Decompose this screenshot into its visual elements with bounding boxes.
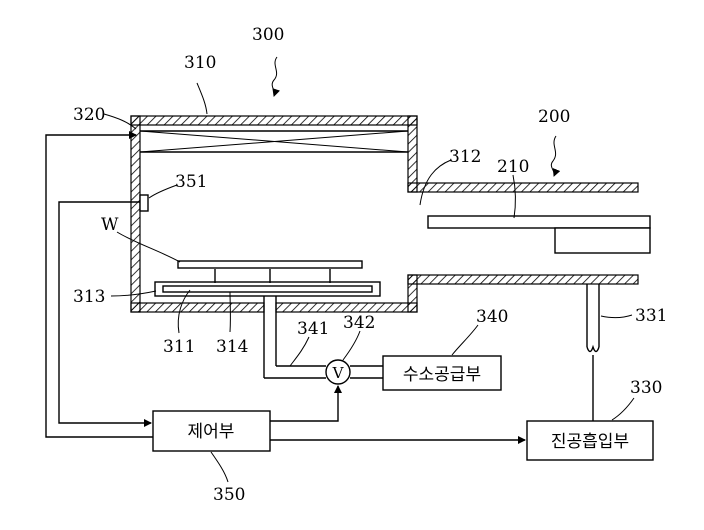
label-314: 314: [216, 337, 248, 357]
label-300: 300: [252, 25, 284, 45]
label-311: 311: [163, 337, 195, 357]
leader-lines: [103, 56, 635, 483]
label-310: 310: [184, 53, 216, 73]
valve-label: V: [332, 364, 345, 382]
valve: [325, 359, 351, 385]
label-342: 342: [343, 313, 375, 333]
label-350: 350: [213, 485, 245, 505]
hydrogen-supply-block: 수소공급부: [382, 355, 502, 391]
label-351: 351: [175, 172, 207, 192]
vacuum-suction-block: 진공흡입부: [526, 420, 654, 461]
control-lines: [45, 131, 526, 444]
susceptor: [154, 269, 381, 297]
transfer-arm: [427, 215, 651, 254]
hydrogen-supply-label: 수소공급부: [403, 365, 481, 385]
label-312: 312: [449, 147, 481, 167]
plasma-source: [139, 130, 409, 153]
sensor: [139, 194, 149, 212]
exhaust-pipe: [586, 284, 600, 353]
label-341: 341: [297, 319, 329, 339]
label-340: 340: [476, 307, 508, 327]
transfer-tunnel: [407, 182, 639, 285]
label-330: 330: [630, 378, 662, 398]
vacuum-suction-label: 진공흡입부: [551, 432, 629, 452]
reference-labels: 300 310 320 200 210 312 351 W 313 311 31…: [73, 25, 667, 505]
label-313: 313: [73, 287, 105, 307]
label-200: 200: [538, 107, 570, 127]
wafer: [177, 260, 363, 269]
label-w: W: [101, 215, 119, 235]
controller-block: 제어부: [152, 410, 271, 452]
label-331: 331: [635, 306, 667, 326]
label-320: 320: [73, 105, 105, 125]
label-210: 210: [497, 157, 529, 177]
hydrogen-pipe: [263, 296, 383, 379]
controller-label: 제어부: [188, 422, 235, 442]
